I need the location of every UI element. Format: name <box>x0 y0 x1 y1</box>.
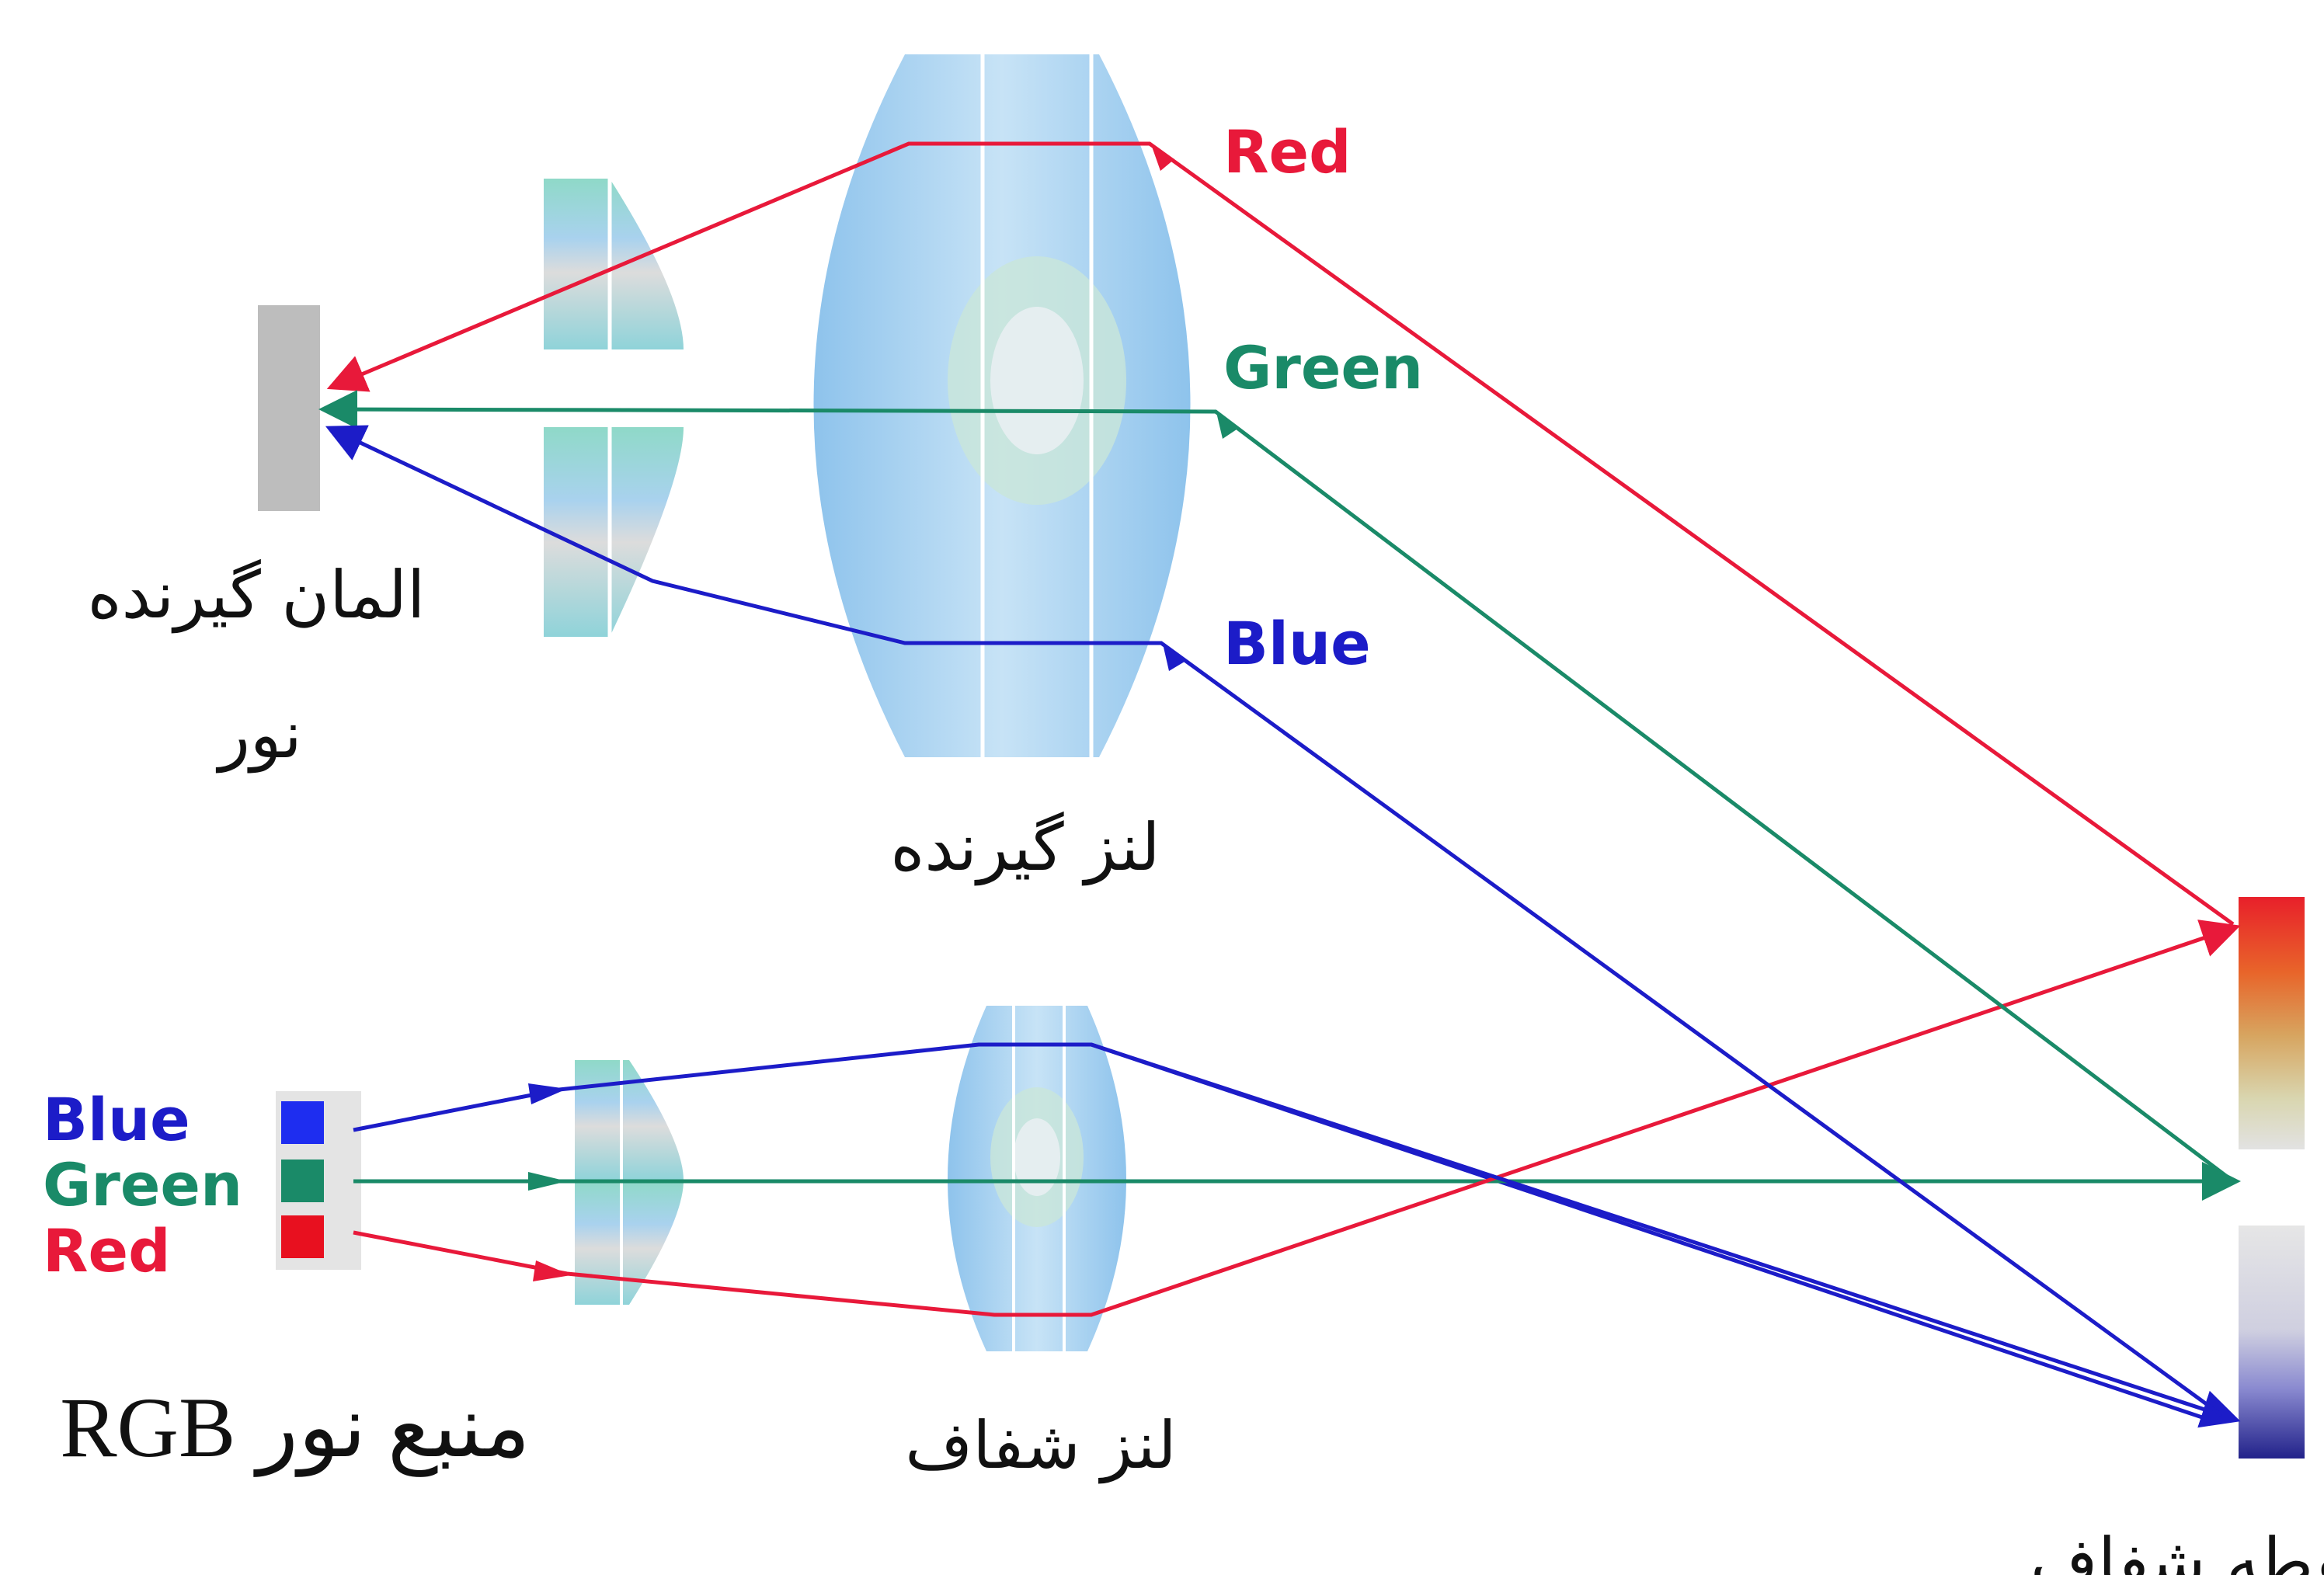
ray-green-return <box>318 390 2235 1183</box>
label-source-red: Red <box>43 1216 170 1285</box>
ray-blue-illumination <box>353 1042 2214 1424</box>
small-receiver-lens <box>544 179 684 637</box>
label-rgb-source: منبع نور RGB <box>60 1380 531 1477</box>
label-objective-lens: لنز شفاف <box>905 1407 1177 1484</box>
label-green-top: Green <box>1223 333 1423 402</box>
ray-blue-return <box>325 425 2223 1417</box>
label-focus-point: نقطه شفاف <box>2030 1524 2324 1575</box>
rgb-light-source <box>276 1091 361 1270</box>
label-red-top: Red <box>1223 117 1351 186</box>
focus-spectrum-top <box>2239 897 2305 1149</box>
ray-red-illumination <box>353 920 2241 1317</box>
ray-red-return <box>326 141 2235 927</box>
source-red-square <box>281 1215 324 1258</box>
label-blue-top: Blue <box>1223 609 1371 678</box>
label-receiver-lens: لنز گیرنده <box>890 809 1160 886</box>
label-source-blue: Blue <box>43 1085 190 1154</box>
source-green-square <box>281 1160 324 1202</box>
source-blue-square <box>281 1101 324 1144</box>
light-sensor-element <box>258 305 320 511</box>
label-sensor-line1: المان گیرنده <box>88 557 426 634</box>
label-sensor-line2: نور <box>215 697 301 774</box>
label-source-green: Green <box>43 1150 242 1219</box>
focus-spectrum-bottom <box>2239 1226 2305 1459</box>
objective-lens <box>948 1006 1126 1351</box>
receiver-lens <box>813 54 1191 757</box>
